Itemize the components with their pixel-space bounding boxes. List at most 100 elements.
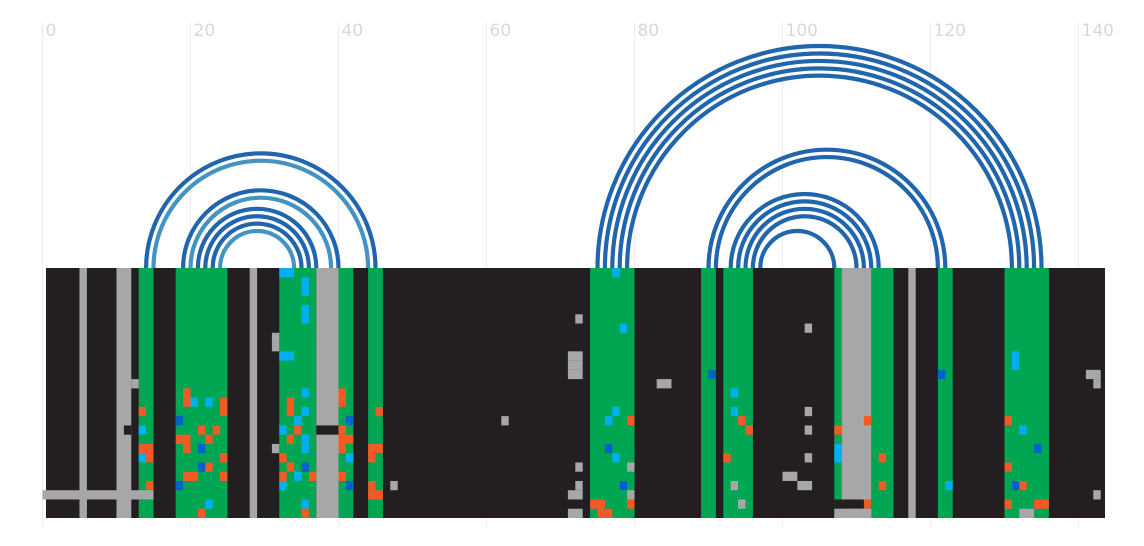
pair-arc — [617, 66, 1022, 269]
residue-mark — [220, 406, 228, 417]
gray-column — [908, 268, 916, 518]
pair-arc — [203, 214, 311, 269]
residue-mark — [345, 453, 354, 463]
residue-mark — [1019, 480, 1027, 491]
residue-mark — [42, 490, 154, 500]
tick-label: 80 — [638, 21, 660, 41]
residue-mark — [804, 323, 813, 333]
residue-mark — [1004, 416, 1012, 426]
residue-mark — [308, 471, 317, 481]
residue-mark — [723, 453, 731, 463]
residue-mark — [286, 406, 295, 417]
residue-mark — [294, 425, 302, 435]
residue-mark — [1011, 360, 1020, 370]
pair-arc — [151, 158, 371, 269]
residue-mark — [294, 471, 302, 481]
residue-mark — [1019, 508, 1035, 518]
residue-mark — [604, 443, 613, 454]
residue-mark — [175, 416, 184, 426]
residue-mark — [271, 443, 280, 454]
residue-mark — [368, 480, 376, 491]
pair-arc — [713, 154, 940, 269]
residue-mark — [1034, 499, 1049, 509]
pair-arc — [218, 228, 297, 269]
stem-column — [871, 268, 894, 518]
residue-mark — [279, 425, 287, 435]
residue-mark — [301, 277, 309, 287]
residue-mark — [220, 453, 228, 463]
stem-column — [1004, 268, 1049, 518]
residue-mark — [138, 443, 154, 454]
residue-mark — [301, 499, 309, 509]
residue-mark — [205, 499, 213, 509]
residue-mark — [279, 480, 287, 491]
residue-mark — [612, 406, 620, 417]
residue-mark — [804, 406, 813, 417]
tick-label: 0 — [46, 21, 57, 41]
stem-column — [368, 268, 383, 518]
residue-mark — [627, 499, 635, 509]
residue-mark — [205, 462, 213, 472]
residue-mark — [945, 480, 953, 491]
residue-mark — [220, 471, 228, 481]
pair-arc — [736, 199, 874, 269]
residue-mark — [627, 462, 635, 472]
pair-arc — [181, 188, 341, 269]
residue-mark — [730, 388, 739, 398]
residue-mark — [612, 453, 620, 463]
residue-mark — [175, 480, 184, 491]
residue-mark — [1019, 425, 1027, 435]
residue-mark — [279, 471, 287, 481]
pair-arc — [750, 214, 859, 269]
stem-column — [701, 268, 716, 518]
residue-mark — [627, 416, 635, 426]
residue-mark — [1093, 379, 1101, 389]
residue-mark — [797, 480, 813, 491]
gray-column — [116, 268, 132, 518]
residue-mark — [138, 406, 147, 417]
pair-arc — [595, 43, 1044, 269]
residue-mark — [1093, 490, 1101, 500]
residue-mark — [205, 434, 213, 444]
tick-label: 140 — [1082, 21, 1114, 41]
residue-mark — [878, 453, 887, 463]
residue-mark — [782, 471, 798, 481]
residue-mark — [730, 480, 739, 491]
residue-mark — [834, 453, 842, 463]
residue-mark — [708, 369, 716, 380]
tick-label: 120 — [934, 21, 966, 41]
pair-arc — [144, 151, 378, 269]
residue-mark — [345, 416, 354, 426]
residue-mark — [279, 268, 295, 278]
residue-mark — [183, 397, 191, 407]
tick-label: 20 — [194, 21, 216, 41]
residue-mark — [619, 480, 628, 491]
residue-mark — [301, 305, 309, 315]
gray-column — [249, 268, 258, 518]
gray-column — [79, 268, 87, 518]
pair-arc — [195, 206, 319, 269]
residue-mark — [146, 453, 154, 463]
pair-arc — [758, 228, 837, 269]
residue-mark — [271, 342, 280, 352]
residue-mark — [575, 314, 583, 324]
residue-mark — [183, 443, 191, 454]
residue-mark — [612, 268, 620, 278]
residue-mark — [197, 443, 206, 454]
residue-mark — [745, 425, 753, 435]
residue-mark — [338, 397, 346, 407]
pair-arc — [610, 58, 1029, 269]
residue-mark — [205, 397, 213, 407]
pair-arc — [625, 73, 1014, 269]
residue-mark — [656, 379, 672, 389]
residue-mark — [575, 480, 583, 491]
residue-mark — [619, 323, 628, 333]
residue-mark — [375, 406, 383, 417]
residue-mark — [590, 499, 605, 509]
residue-mark — [131, 379, 139, 389]
residue-mark — [730, 406, 739, 417]
residue-mark — [301, 443, 309, 454]
residue-mark — [286, 462, 295, 472]
residue-mark — [146, 480, 154, 491]
